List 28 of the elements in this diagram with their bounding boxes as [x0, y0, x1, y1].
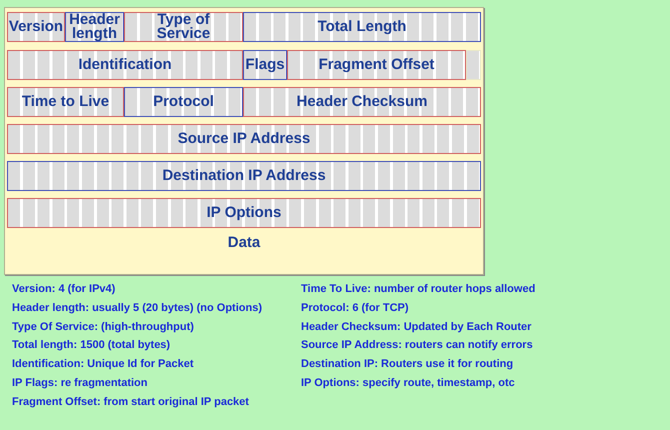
- header-field: Source IP Address: [7, 124, 481, 154]
- header-field: Total Length: [243, 12, 481, 42]
- field-note: Destination IP: Routers use it for routing: [301, 358, 514, 370]
- field-note: Identification: Unique Id for Packet: [12, 358, 194, 370]
- field-note: IP Options: specify route, timestamp, otc: [301, 377, 515, 389]
- field-note: Version: 4 (for IPv4): [12, 283, 116, 295]
- header-field: Version: [7, 12, 65, 42]
- header-field: IP Options: [7, 198, 481, 228]
- header-field: Identification: [7, 50, 243, 80]
- field-note: Header Checksum: Updated by Each Router: [301, 320, 532, 333]
- header-field: Flags: [243, 50, 287, 80]
- field-note: Header length: usually 5 (20 bytes) (no Options): [12, 302, 262, 314]
- field-note: Total length: 1500 (total bytes): [12, 339, 170, 352]
- field-note: IP Flags: re fragmentation: [12, 377, 148, 389]
- payload-label: Data: [226, 234, 262, 251]
- field-note: Source IP Address: routers can notify errors: [301, 339, 533, 352]
- field-note: Protocol: 6 (for TCP): [301, 302, 409, 314]
- header-field: Destination IP Address: [7, 161, 481, 191]
- field-note: Fragment Offset: from start original IP packet: [12, 396, 249, 408]
- field-note: Time To Live: number of router hops allowed: [301, 283, 536, 295]
- header-panel: [4, 7, 484, 275]
- header-field: Fragment Offset: [287, 50, 466, 80]
- header-field: Protocol: [124, 87, 243, 117]
- header-field: Type of Service: [124, 12, 243, 42]
- header-field: Time to Live: [7, 87, 124, 117]
- header-field: Header Checksum: [243, 87, 481, 117]
- field-note: Type Of Service: (high-throughput): [12, 320, 194, 333]
- header-field: Header length: [65, 12, 124, 42]
